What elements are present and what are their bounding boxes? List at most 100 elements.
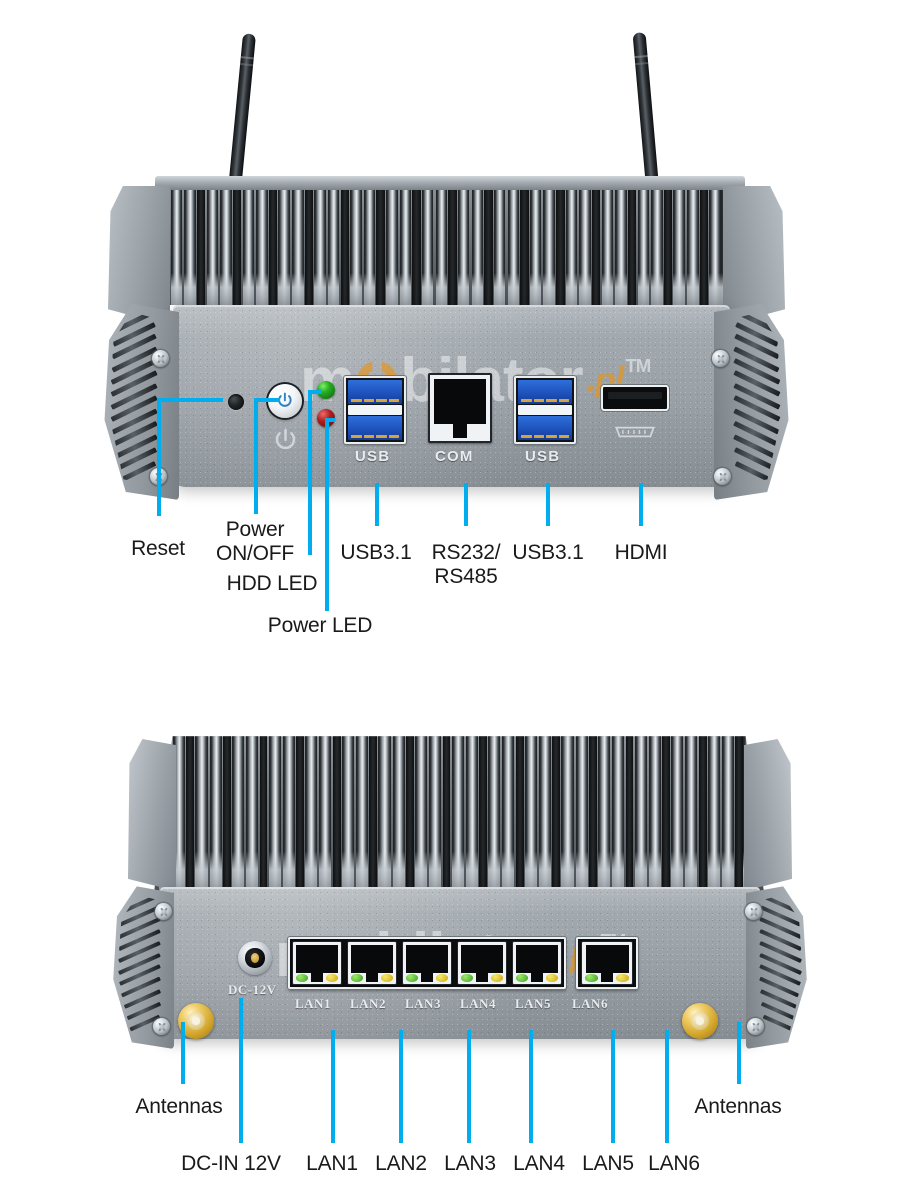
silk-lan3: LAN3 bbox=[405, 996, 441, 1011]
callout-usb31-right: USB3.1 bbox=[512, 541, 584, 564]
lan2-port[interactable] bbox=[347, 941, 397, 985]
usb31-port-right-bottom[interactable] bbox=[518, 416, 572, 440]
silk-lan2: LAN2 bbox=[350, 996, 386, 1011]
leader-lan5 bbox=[611, 1030, 615, 1143]
callout-antennas-right: Antennas bbox=[694, 1095, 782, 1118]
screw-rear-bottom-right bbox=[747, 1018, 764, 1035]
lan1-key bbox=[311, 967, 323, 983]
lan3-key bbox=[421, 967, 433, 983]
silk-usb-left: USB bbox=[355, 448, 391, 465]
usb31-stack-right[interactable] bbox=[514, 376, 576, 444]
silk-lan1: LAN1 bbox=[295, 996, 331, 1011]
lan3-led-green bbox=[405, 973, 419, 982]
usb31-stack-left[interactable] bbox=[344, 376, 406, 444]
silk-lan6: LAN6 bbox=[572, 996, 608, 1011]
usb31-port-left-top[interactable] bbox=[348, 380, 402, 404]
right-ear-front bbox=[723, 186, 785, 326]
dc-in-jack[interactable] bbox=[238, 941, 272, 975]
leader-reset-vertical bbox=[157, 398, 161, 516]
screw-rear-bottom-left bbox=[153, 1018, 170, 1035]
lan1-port[interactable] bbox=[292, 941, 342, 985]
lan5-port[interactable] bbox=[512, 941, 562, 985]
callout-lan5: LAN5 bbox=[582, 1152, 634, 1175]
callout-hdmi: HDMI bbox=[614, 541, 668, 564]
callout-reset: Reset bbox=[131, 537, 185, 560]
callout-hdd-led: HDD LED bbox=[226, 572, 318, 595]
leader-hdd-led bbox=[308, 390, 312, 555]
hdmi-port[interactable] bbox=[601, 385, 669, 411]
leader-power-led-horizontal bbox=[325, 418, 335, 422]
leader-lan3 bbox=[467, 1030, 471, 1143]
leader-power-onoff-vertical bbox=[254, 398, 258, 514]
top-rail-front bbox=[155, 176, 745, 190]
screw-rear-top-left bbox=[155, 903, 172, 920]
power-symbol-silkscreen-icon bbox=[275, 428, 296, 450]
right-ear-rear bbox=[744, 739, 792, 891]
screw-rear-top-right bbox=[745, 903, 762, 920]
lan5-led-green bbox=[515, 973, 529, 982]
usb-divider-right bbox=[518, 405, 572, 415]
leader-rs232-rs485 bbox=[464, 483, 468, 526]
leader-reset-horizontal bbox=[157, 398, 223, 402]
leader-usb31-left bbox=[375, 483, 379, 526]
lan2-led-green bbox=[350, 973, 364, 982]
leader-power-led bbox=[325, 418, 329, 611]
silk-lan4: LAN4 bbox=[460, 996, 496, 1011]
callout-lan6: LAN6 bbox=[648, 1152, 700, 1175]
screw-front-top-left bbox=[152, 350, 169, 367]
leader-lan2 bbox=[399, 1030, 403, 1143]
lan3-led-amber bbox=[435, 973, 449, 982]
callout-lan3: LAN3 bbox=[444, 1152, 496, 1175]
screw-front-top-right bbox=[712, 350, 729, 367]
callout-power-led: Power LED bbox=[267, 614, 373, 637]
leader-antennas-left bbox=[181, 1022, 185, 1084]
leader-power-onoff-horizontal bbox=[254, 398, 280, 402]
usb31-port-left-bottom[interactable] bbox=[348, 416, 402, 440]
lan6-port[interactable] bbox=[581, 941, 633, 985]
leader-lan1 bbox=[331, 1030, 335, 1143]
leader-antennas-right bbox=[737, 1022, 741, 1084]
silk-com: COM bbox=[435, 448, 474, 465]
lan5-key bbox=[531, 967, 543, 983]
callout-usb31-left: USB3.1 bbox=[340, 541, 412, 564]
leader-lan6 bbox=[665, 1030, 669, 1143]
lan3-port[interactable] bbox=[402, 941, 452, 985]
callout-dc-in-12v: DC-IN 12V bbox=[181, 1152, 281, 1175]
leader-hdd-led-horizontal bbox=[308, 390, 322, 394]
silk-dc-12v: DC-12V bbox=[228, 982, 277, 997]
leader-lan4 bbox=[529, 1030, 533, 1143]
lan6-key bbox=[601, 967, 613, 983]
screw-front-bottom-right bbox=[714, 468, 731, 485]
hdd-led bbox=[317, 381, 335, 399]
lan1-led-green bbox=[295, 973, 309, 982]
leader-usb31-right bbox=[546, 483, 550, 526]
reset-button[interactable] bbox=[228, 394, 244, 410]
lan2-key bbox=[366, 967, 378, 983]
leader-dc-in-12v bbox=[239, 998, 243, 1143]
usb-divider-left bbox=[348, 405, 402, 415]
antenna-connector-right[interactable] bbox=[682, 1003, 718, 1039]
lan4-led-amber bbox=[490, 973, 504, 982]
lan6-led-amber bbox=[616, 973, 629, 982]
front-view-device: m bilator .pl TM bbox=[95, 20, 795, 520]
hdmi-symbol-silkscreen-icon bbox=[615, 426, 655, 438]
callout-antennas-left: Antennas bbox=[135, 1095, 223, 1118]
silk-usb-right: USB bbox=[525, 448, 561, 465]
antenna-connector-left[interactable] bbox=[178, 1003, 214, 1039]
left-ear-front bbox=[108, 186, 170, 326]
lan4-key bbox=[476, 967, 488, 983]
usb31-port-right-top[interactable] bbox=[518, 380, 572, 404]
lan5-led-amber bbox=[545, 973, 559, 982]
heatsink-rear bbox=[154, 736, 764, 893]
lan4-led-green bbox=[460, 973, 474, 982]
callout-power-onoff: Power ON/OFF bbox=[215, 518, 295, 565]
callout-rs232-rs485: RS232/ RS485 bbox=[431, 541, 501, 588]
com-port[interactable] bbox=[428, 373, 492, 443]
lan6-led-green bbox=[585, 973, 598, 982]
lan2-led-amber bbox=[380, 973, 394, 982]
callout-lan2: LAN2 bbox=[375, 1152, 427, 1175]
heatsink-front bbox=[165, 187, 735, 305]
rear-view-device: m bilator .pl TM DC-12V LAN1 bbox=[110, 715, 810, 1075]
lan4-port[interactable] bbox=[457, 941, 507, 985]
